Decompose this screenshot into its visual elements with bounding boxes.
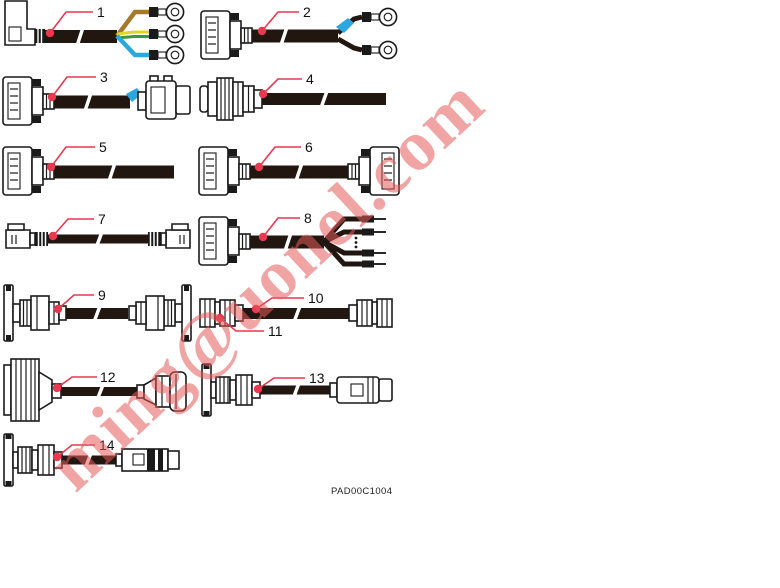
blue-sleeve: [336, 18, 354, 33]
ring-terminal: [148, 2, 185, 22]
callout-dot: [47, 92, 57, 102]
callout-13-label: 13: [309, 370, 325, 386]
callout-3-label: 3: [100, 69, 108, 85]
callout-dot: [215, 313, 225, 323]
round-connector: [136, 371, 187, 412]
callout-dot: [254, 162, 264, 172]
callout-8: 8: [258, 210, 312, 242]
blue-wire: [115, 34, 149, 58]
cable-figure-10: 10 11: [199, 290, 393, 339]
callout-6-label: 6: [305, 139, 313, 155]
callout-dot: [257, 26, 267, 36]
flanged-threaded-connector: [3, 433, 63, 487]
callout-6: 6: [254, 139, 313, 172]
ring-terminal: [361, 7, 398, 27]
callout-2-label: 2: [303, 4, 311, 20]
cable-figure-13: 13: [201, 363, 393, 417]
callout-dot: [251, 304, 261, 314]
cable-figure-12: 12: [3, 358, 187, 422]
callout-8-label: 8: [304, 210, 312, 226]
lead-wire: [336, 36, 363, 53]
callout-3: 3: [47, 69, 108, 102]
inline-connector: [329, 376, 393, 404]
dsub-connector: [2, 76, 55, 126]
ring-terminal: [148, 45, 185, 65]
dsub-connector: [347, 146, 400, 196]
cable-figure-1: 1: [4, 0, 185, 65]
callout-14: 14: [52, 437, 115, 462]
pin-leads: [322, 215, 386, 268]
cable-figure-14: 14: [3, 433, 180, 487]
banded-inline-connector: [115, 448, 180, 472]
callout-dot: [258, 89, 268, 99]
flanged-circular-connector: [3, 284, 67, 342]
cable-figure-2: 2: [200, 4, 398, 60]
callout-12: 12: [52, 369, 116, 393]
callout-11: 11: [215, 313, 283, 339]
ring-terminal: [148, 24, 185, 44]
callout-dot: [45, 28, 55, 38]
callout-9-label: 9: [98, 287, 106, 303]
flanged-circular-connector: [128, 284, 192, 342]
callout-11-label: 11: [268, 323, 283, 339]
cable-body: [54, 95, 130, 109]
yellow-wire: [116, 30, 149, 36]
cable-body: [252, 29, 338, 43]
callout-1-label: 1: [97, 4, 105, 20]
cable-figure-9: 9: [3, 284, 192, 342]
circular-connector: [199, 77, 263, 121]
cable-body: [54, 165, 174, 179]
callout-9: 9: [53, 287, 106, 314]
callout-7-label: 7: [98, 211, 106, 227]
dsub-connector: [200, 10, 253, 60]
callout-1: 1: [45, 4, 105, 38]
rect-connector: [137, 75, 191, 120]
callout-2: 2: [257, 4, 311, 36]
figure-code-caption: PAD00C1004: [331, 486, 393, 497]
cable-figure-8: 8: [198, 210, 386, 268]
callout-dot: [46, 162, 56, 172]
cable-figure-4: 4: [199, 71, 386, 121]
callout-5: 5: [46, 139, 107, 172]
callout-5-label: 5: [99, 139, 107, 155]
green-wire: [116, 35, 149, 40]
callout-7: 7: [48, 211, 106, 241]
dsub-connector: [2, 146, 55, 196]
dsub-connector: [198, 146, 251, 196]
cable-figure-3: 3: [2, 69, 191, 126]
dsub-connector: [198, 216, 251, 266]
cable-figure-6: 6: [198, 139, 400, 196]
callout-4: 4: [258, 71, 314, 99]
cable-figure-7: 7: [5, 211, 191, 249]
callout-12-label: 12: [100, 369, 116, 385]
callout-dot: [48, 231, 58, 241]
callout-dot: [52, 452, 62, 462]
callout-dot: [52, 383, 62, 393]
flanged-threaded-connector: [201, 363, 261, 417]
ring-terminal: [361, 40, 398, 60]
callout-13: 13: [253, 370, 325, 394]
callout-10-label: 10: [308, 290, 324, 306]
callout-14-label: 14: [99, 437, 115, 453]
callout-dot: [258, 232, 268, 242]
callout-4-label: 4: [306, 71, 314, 87]
threaded-connector: [348, 298, 393, 328]
callout-dot: [253, 384, 263, 394]
brown-wire: [115, 9, 149, 38]
threaded-connector: [199, 298, 244, 328]
callout-dot: [53, 304, 63, 314]
cable-figure-5: 5: [2, 139, 174, 196]
modular-plug: [5, 223, 49, 249]
large-round-connector: [3, 358, 62, 422]
modular-plug: [147, 223, 191, 249]
callout-10: 10: [251, 290, 324, 314]
